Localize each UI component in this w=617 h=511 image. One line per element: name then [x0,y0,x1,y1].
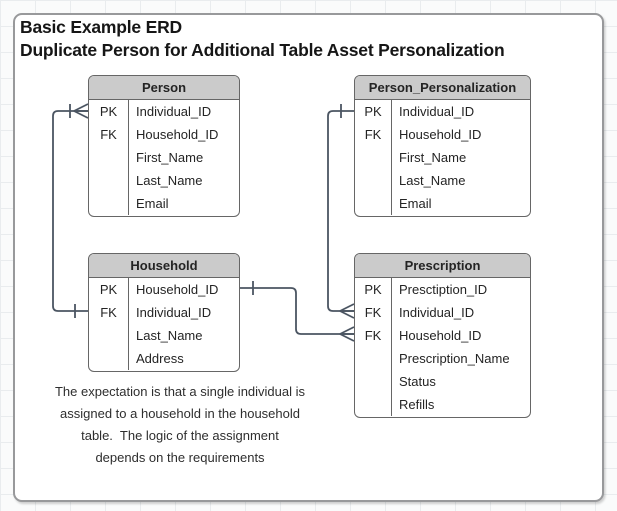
row-key-badge [355,370,392,393]
row-key-badge [89,146,129,169]
diagram-title: Basic Example ERD Duplicate Person for A… [20,16,505,62]
entity-row: First_Name [355,146,530,169]
entity-row: Status [355,370,530,393]
row-field-name: Household_ID [136,282,219,297]
row-field-name: Presctiption_ID [399,282,488,297]
row-key-badge [355,192,392,215]
entity-row: Prescription_Name [355,347,530,370]
row-key-badge [89,192,129,215]
entity-header-person: Person [89,76,239,100]
entity-row: PK Presctiption_ID [355,278,530,301]
row-field-name: Address [136,351,184,366]
row-field-name: Household_ID [136,127,219,142]
row-field-name: Household_ID [399,127,482,142]
entity-row: FK Individual_ID [355,301,530,324]
row-field-name: Last_Name [136,328,203,343]
entity-row: Email [89,192,239,215]
row-field-name: Last_Name [399,173,466,188]
row-key-badge: PK [89,100,129,123]
row-key-badge: FK [355,301,392,324]
entity-row: Refills [355,393,530,416]
row-field-name: First_Name [136,150,204,165]
entity-row: Last_Name [355,169,530,192]
entity-row: Last_Name [89,324,239,347]
row-key-badge [355,169,392,192]
row-field-name: Individual_ID [399,104,475,119]
row-key-badge [89,347,129,370]
entity-row: Address [89,347,239,370]
entity-row: Last_Name [89,169,239,192]
entity-row: FK Household_ID [355,123,530,146]
entity-row: FK Household_ID [89,123,239,146]
entity-row: FK Individual_ID [89,301,239,324]
row-field-name: Prescription_Name [399,351,510,366]
title-line-2: Duplicate Person for Additional Table As… [20,40,505,60]
row-key-badge: PK [355,100,392,123]
row-field-name: Last_Name [136,173,203,188]
entity-body: PK Presctiption_ID FK Individual_ID FK Househ… [355,278,530,417]
entity-header-household: Household [89,254,239,278]
row-key-badge: FK [89,301,129,324]
title-line-1: Basic Example ERD [20,17,182,37]
entity-row: Email [355,192,530,215]
entity-row: PK Household_ID [89,278,239,301]
row-key-badge [355,393,392,416]
row-key-badge: PK [89,278,129,301]
entity-header-person-personalization: Person_Personalization [355,76,530,100]
row-field-name: Individual_ID [136,104,212,119]
row-key-badge [89,169,129,192]
row-key-badge: FK [89,123,129,146]
row-field-name: Email [399,196,432,211]
row-key-badge: FK [355,123,392,146]
row-key-badge: FK [355,324,392,347]
entity-header-prescription: Prescription [355,254,530,278]
row-field-name: Refills [399,397,435,412]
row-key-badge [355,347,392,370]
row-field-name: Individual_ID [399,305,475,320]
note-text: The expectation is that a single individ… [54,384,306,465]
entity-row: First_Name [89,146,239,169]
row-field-name: Status [399,374,436,389]
row-key-badge: PK [355,278,392,301]
row-key-badge [89,324,129,347]
entity-row: PK Individual_ID [355,100,530,123]
entity-row: FK Household_ID [355,324,530,347]
row-field-name: Email [136,196,169,211]
entity-row: PK Individual_ID [89,100,239,123]
row-field-name: First_Name [399,150,467,165]
row-field-name: Individual_ID [136,305,212,320]
row-field-name: Household_ID [399,328,482,343]
row-key-badge [355,146,392,169]
